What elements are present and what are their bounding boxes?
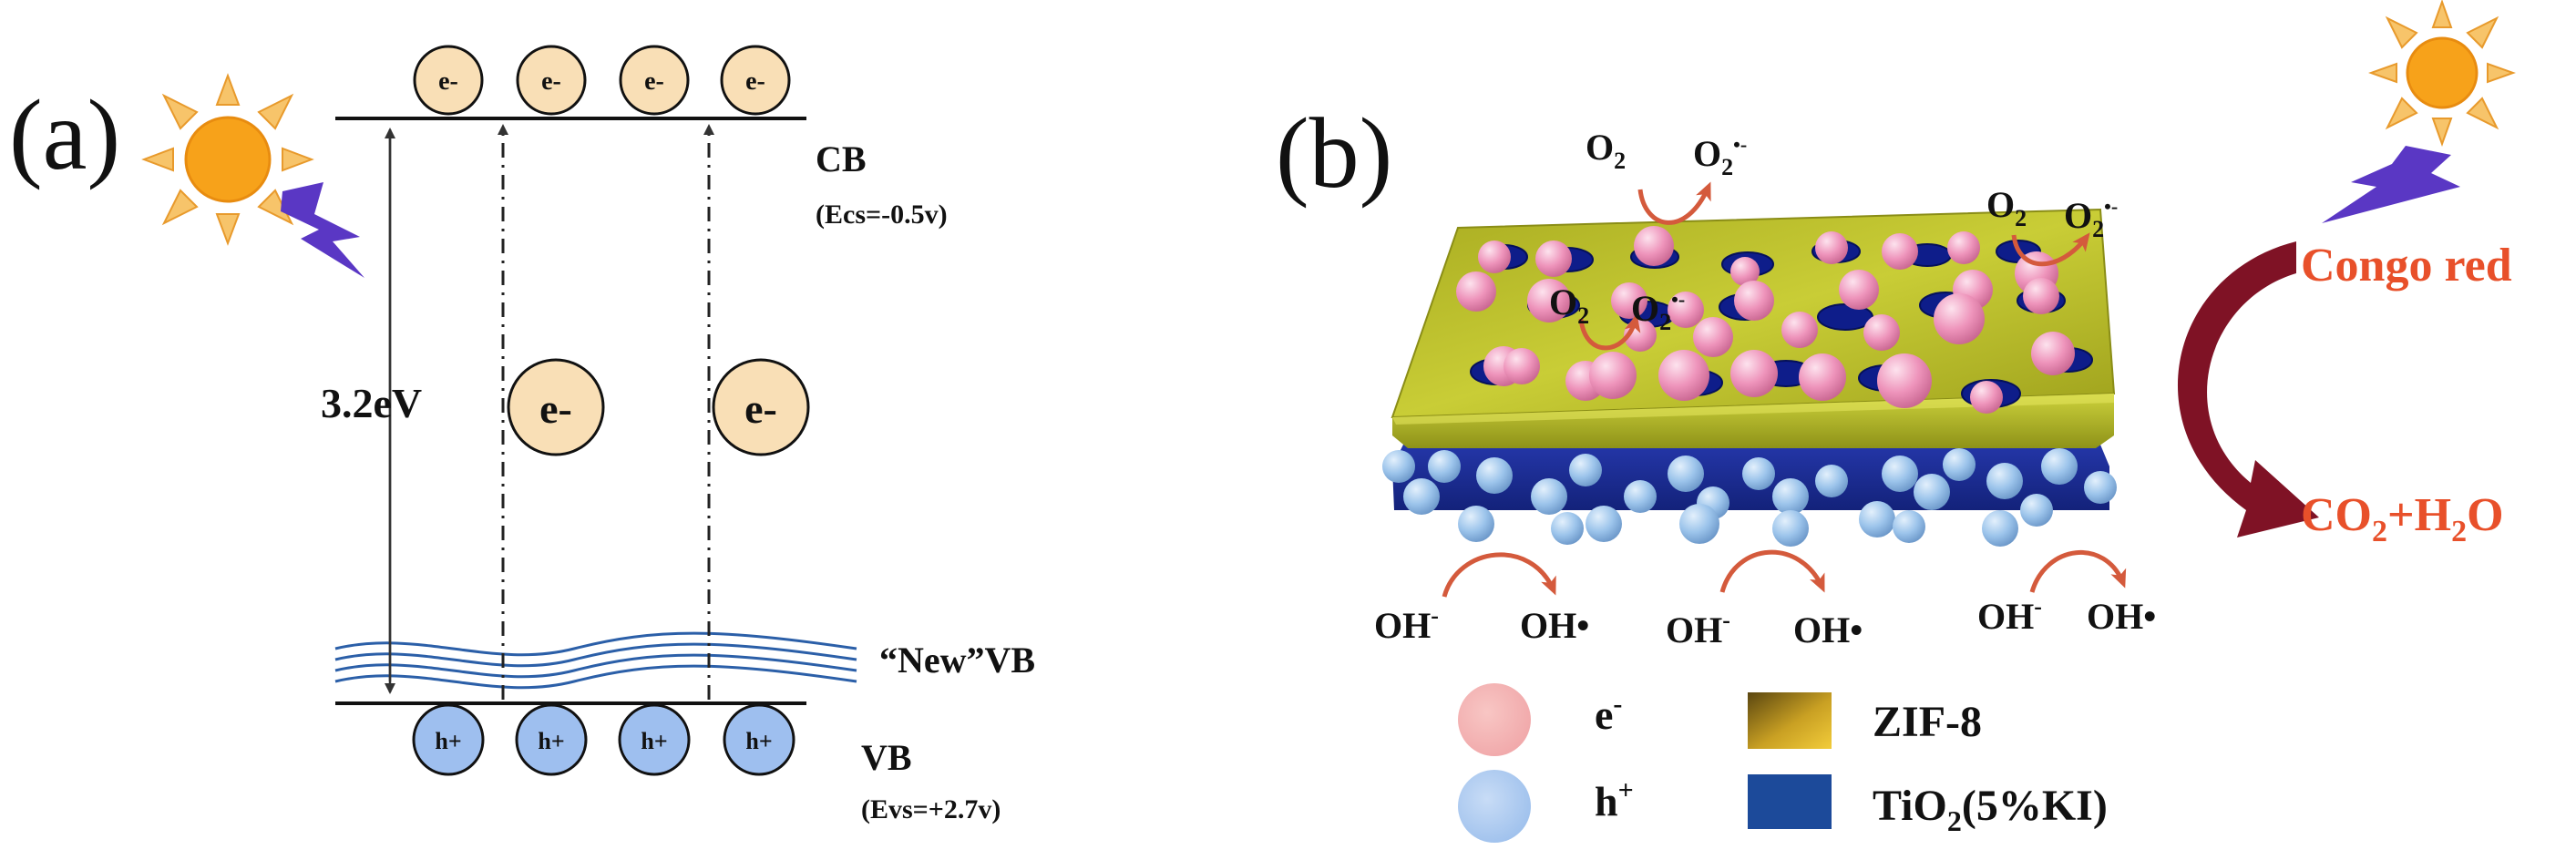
o2-label-2: O2 O2•-: [1986, 184, 2118, 242]
new-vb-label: “New”VB: [879, 640, 1035, 681]
hole-spheres: [1382, 448, 2117, 547]
legend-electron-swatch: [1458, 683, 1531, 756]
svg-text:OH-: OH-: [1666, 607, 1730, 650]
legend-electron-label: e-: [1595, 689, 1622, 738]
band-gap-label: 3.2eV: [321, 380, 422, 426]
legend-hole-label: h+: [1595, 775, 1634, 824]
svg-text:O2: O2: [1549, 282, 1589, 329]
vb-potential: (Evs=+2.7v): [861, 794, 1001, 824]
products-label: CO2+H2O: [2301, 489, 2504, 548]
cb-electrons: e- e- e- e-: [413, 45, 791, 116]
legend-zif8-swatch: [1748, 692, 1832, 749]
svg-text:h+: h+: [435, 728, 461, 754]
electron-badge: e-: [507, 358, 605, 456]
svg-text:e-: e-: [744, 385, 777, 432]
svg-text:O2•-: O2•-: [2064, 195, 2118, 242]
o2-reduction-arrows: [1578, 181, 2090, 351]
cb-label: CB: [816, 138, 867, 179]
svg-text:h+: h+: [538, 728, 564, 754]
panel-a: (a): [9, 45, 1035, 824]
lightning-icon: [281, 182, 364, 278]
sun-icon: [2368, 0, 2516, 147]
svg-text:OH•: OH•: [2087, 596, 2156, 637]
svg-text:O2•-: O2•-: [1693, 133, 1747, 180]
legend-zif8-label: ZIF-8: [1873, 698, 1982, 746]
lightning-icon: [2322, 146, 2460, 223]
svg-text:e-: e-: [438, 67, 458, 96]
zif8-edge-highlight: [1392, 394, 2114, 425]
hole-badge: h+: [412, 703, 485, 776]
svg-text:e-: e-: [541, 67, 561, 96]
panel-a-label: (a): [9, 79, 120, 190]
svg-text:OH•: OH•: [1793, 609, 1863, 650]
svg-text:O2•-: O2•-: [1631, 288, 1685, 335]
hole-badge: h+: [723, 703, 795, 776]
legend-tio2-label: TiO2(5%KI): [1873, 782, 2108, 837]
svg-text:e-: e-: [539, 385, 572, 432]
svg-text:h+: h+: [641, 728, 667, 754]
hole-badge: h+: [515, 703, 588, 776]
new-vb-waves: [334, 631, 857, 690]
panel-b: (b): [1276, 0, 2516, 843]
svg-text:OH-: OH-: [1977, 593, 2042, 637]
svg-text:OH•: OH•: [1520, 605, 1589, 646]
svg-text:O2: O2: [1986, 184, 2027, 231]
vb-holes: h+ h+ h+ h+: [412, 703, 795, 776]
svg-text:h+: h+: [745, 728, 772, 754]
oh-labels: OH- OH• OH- OH• OH- OH•: [1374, 593, 2156, 650]
svg-text:OH-: OH-: [1374, 602, 1439, 646]
o2-label-1: O2 O2•-: [1586, 127, 1747, 180]
electron-spheres: [1456, 226, 2075, 414]
panel-b-label: (b): [1276, 97, 1392, 209]
hole-badge: h+: [618, 703, 691, 776]
legend: e- h+ ZIF-8 TiO2(5%KI): [1458, 683, 2108, 843]
electron-badge: e-: [619, 45, 690, 116]
electron-badge: e-: [712, 358, 810, 456]
congo-red-label: Congo red: [2301, 240, 2512, 292]
electron-badge: e-: [516, 45, 587, 116]
vb-label: VB: [861, 737, 912, 778]
electron-badge: e-: [720, 45, 791, 116]
degradation-arrow: [2177, 241, 2319, 538]
o2-label-3: O2 O2•-: [1549, 282, 1685, 335]
svg-text:e-: e-: [644, 67, 664, 96]
svg-text:e-: e-: [745, 67, 765, 96]
electron-badge: e-: [413, 45, 484, 116]
legend-hole-swatch: [1458, 770, 1531, 843]
sun-icon: [141, 73, 314, 246]
cb-potential: (Ecs=-0.5v): [816, 200, 948, 230]
svg-text:O2: O2: [1586, 127, 1626, 174]
oh-oxidation-arrows: [1442, 549, 2127, 598]
legend-tio2-swatch: [1748, 774, 1832, 829]
